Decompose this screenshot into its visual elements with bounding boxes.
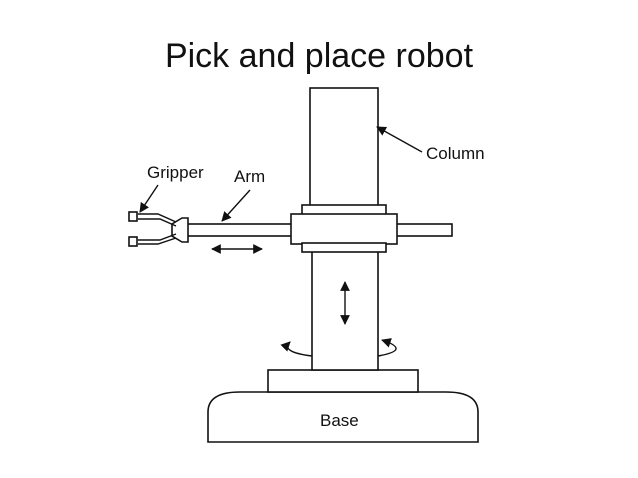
carriage-block	[290, 213, 398, 245]
rotation-arrow-left	[280, 341, 313, 357]
collar-bottom	[301, 242, 387, 253]
rotation-arrow-right	[377, 338, 397, 357]
gripper-leader	[139, 184, 159, 213]
base-label: Base	[320, 411, 359, 430]
slide-title: Pick and place robot	[164, 37, 474, 75]
gripper-assembly	[128, 211, 189, 247]
gripper-label: Gripper	[147, 163, 204, 182]
arm-leader	[221, 189, 251, 222]
base-plate	[267, 369, 419, 393]
upper-column	[309, 87, 379, 207]
column-label: Column	[426, 144, 485, 163]
column-leader	[376, 126, 423, 153]
arm-label: Arm	[234, 167, 265, 186]
base-shape	[207, 391, 479, 443]
